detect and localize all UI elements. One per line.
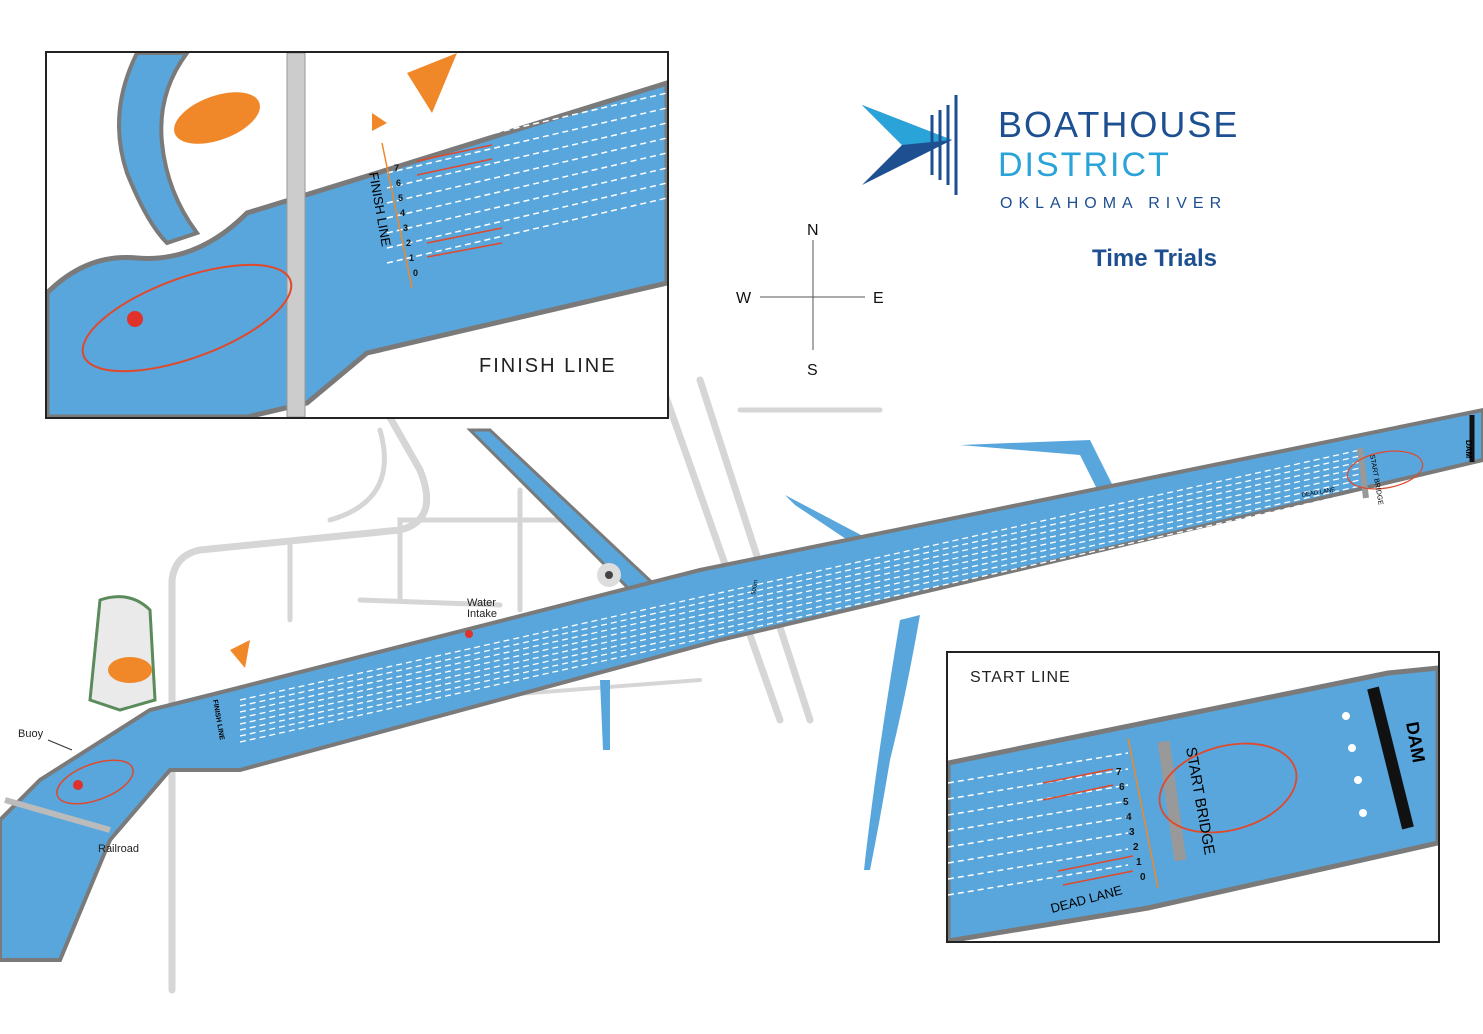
finish-inset-map: FINISH LINE 7 6 5 4 3 2 1 0 [47, 53, 667, 417]
buoy-pointer [47, 739, 73, 751]
svg-text:1: 1 [409, 253, 414, 263]
finish-inset-line [381, 142, 413, 289]
park-area [88, 595, 157, 712]
turn-loop [56, 759, 134, 805]
finish-inset-orange-triangle [372, 113, 387, 131]
brand-title: BOATHOUSE [998, 104, 1240, 145]
main-dam-label: DAM [1464, 440, 1473, 459]
finish-inset-arrows [416, 144, 503, 258]
buoy-marker [73, 780, 83, 790]
start-inset-lanes [948, 752, 1129, 896]
page-subtitle: Time Trials [1092, 245, 1217, 272]
svg-text:2: 2 [406, 238, 411, 248]
svg-text:4: 4 [400, 208, 405, 218]
svg-text:7: 7 [1116, 767, 1122, 778]
buoy-label: Buoy [18, 728, 44, 740]
compass-north: N [807, 222, 819, 239]
svg-text:6: 6 [396, 178, 401, 188]
start-inset-dam-markers [1342, 712, 1367, 817]
start-inset-turn-loop [1158, 742, 1298, 834]
start-inset-arrows [1042, 768, 1134, 886]
canal [466, 428, 663, 602]
compass-south: S [807, 362, 818, 379]
finish-inset-orange-block [407, 53, 457, 113]
tributary-north [960, 440, 1115, 495]
finish-inset-river [47, 80, 667, 417]
finish-inset-title: FINISH LINE [479, 355, 617, 377]
stadium [108, 657, 152, 683]
railroad-bridge [4, 797, 111, 833]
start-inset-title: START LINE [970, 669, 1071, 686]
finish-inset-turn-loop [81, 263, 293, 373]
finish-inset-road [286, 53, 306, 417]
orange-marker [230, 640, 250, 668]
compass-west: W [736, 290, 752, 307]
start-inset-river [948, 665, 1438, 941]
road-network [168, 376, 883, 994]
compass-rose: N S W E [736, 222, 884, 379]
svg-text:3: 3 [1129, 827, 1135, 838]
start-inset-lane-numbers: 7 6 5 4 3 2 1 0 [1116, 767, 1146, 883]
start-turn-loop [1346, 450, 1424, 490]
svg-text:6: 6 [1119, 782, 1125, 793]
finish-inset-stadium [174, 92, 260, 144]
svg-text:5: 5 [398, 193, 403, 203]
start-inset-dam [1367, 686, 1414, 830]
svg-text:3: 3 [403, 223, 408, 233]
start-inset-line [1127, 737, 1159, 889]
svg-text:1: 1 [1136, 857, 1142, 868]
tributary-south [864, 615, 920, 870]
tributary-small [600, 680, 610, 750]
brand-river: OKLAHOMA RIVER [1000, 195, 1228, 212]
main-dead-lane-label: DEAD LANE [1301, 487, 1336, 499]
finish-inset-channel [117, 53, 201, 246]
water-intake-marker [465, 630, 473, 638]
start-bridge [1357, 447, 1369, 499]
svg-text:0: 0 [413, 268, 418, 278]
boathouse-logo-icon [862, 95, 958, 195]
svg-text:5: 5 [1123, 797, 1129, 808]
svg-text:2: 2 [1133, 842, 1139, 853]
compass-east: E [873, 290, 884, 307]
brand-subtitle-district: DISTRICT [998, 146, 1171, 184]
railroad-label: Railroad [98, 843, 139, 855]
svg-text:0: 0 [1140, 872, 1146, 883]
lane-markings [239, 449, 1361, 743]
finish-line-inset: FINISH LINE 7 6 5 4 3 2 1 0 FINISH LINE [45, 51, 669, 419]
roundabout-center [605, 571, 613, 579]
distance-marker-label: 500m [751, 580, 760, 596]
finish-inset-lane-numbers: 7 6 5 4 3 2 1 0 [394, 163, 418, 278]
svg-text:7: 7 [394, 163, 399, 173]
start-inset-map: START BRIDGE DAM DEAD LANE 7 6 5 4 3 2 1… [948, 665, 1438, 941]
start-line-inset: START BRIDGE DAM DEAD LANE 7 6 5 4 3 2 1… [946, 651, 1440, 943]
svg-text:4: 4 [1126, 812, 1132, 823]
start-inset-bridge [1157, 740, 1187, 862]
finish-inset-lanes [386, 92, 667, 264]
finish-inset-buoy [127, 311, 143, 327]
